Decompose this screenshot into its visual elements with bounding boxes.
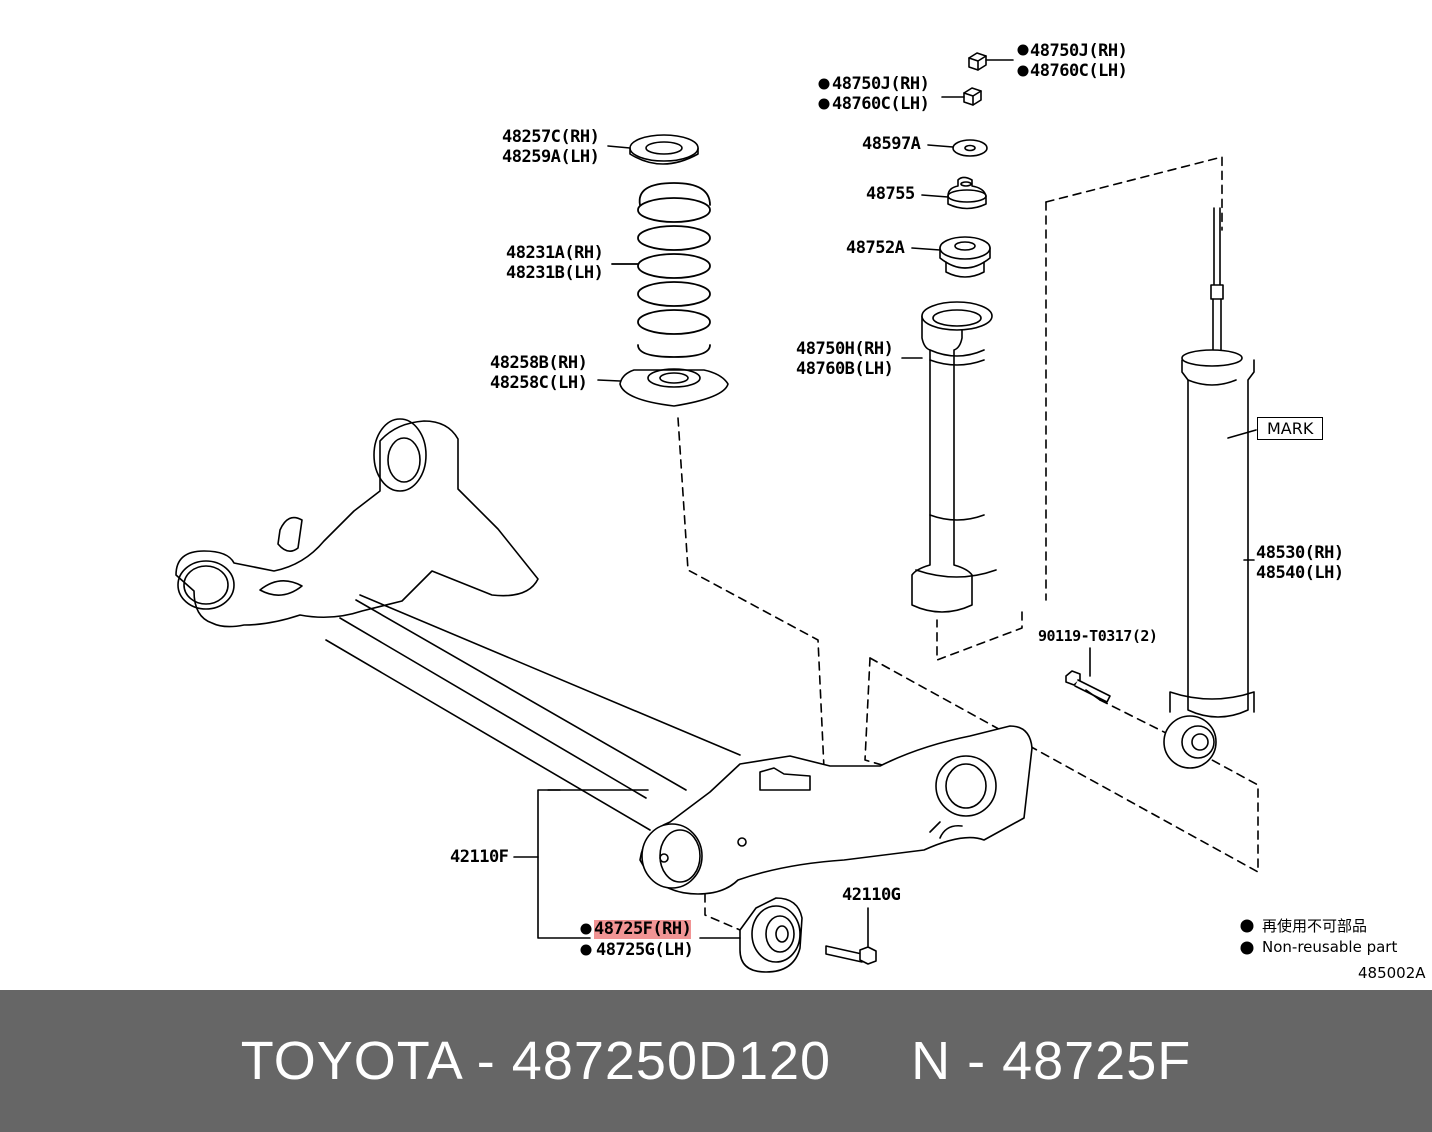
diagram-drawing xyxy=(175,44,1259,973)
label-lower-seat-lh: 48258C(LH) xyxy=(490,373,588,393)
legend-english: Non-reusable part xyxy=(1262,938,1398,956)
label-cushion: 48755 xyxy=(866,184,915,204)
label-bump-insulator: 48752A xyxy=(846,238,905,258)
label-coil-spring-rh: 48231A(RH) xyxy=(506,243,604,263)
bound-stopper-icon xyxy=(901,301,997,613)
second-nut-icon xyxy=(941,87,982,106)
washer-icon xyxy=(927,139,988,157)
footer-part-number-text: TOYOTA - 487250D120 N - 48725F xyxy=(240,1031,1192,1091)
shock-absorber-icon xyxy=(1163,207,1257,769)
part-number-footer: TOYOTA - 487250D120 N - 48725F xyxy=(0,990,1432,1132)
assembly-boundary-lines xyxy=(677,156,1259,931)
label-upper-seat-rh: 48257C(RH) xyxy=(502,127,600,147)
bushing-icon xyxy=(699,897,803,973)
label-axle-bolt: 42110G xyxy=(842,885,901,905)
coil-spring-icon xyxy=(611,182,711,358)
bump-insulator-icon xyxy=(911,236,991,278)
label-bolt: 90119-T0317(2) xyxy=(1038,627,1158,645)
axle-beam-bracket xyxy=(513,789,591,939)
parts-diagram: 48750J(RH) 48760C(LH) 48750J(RH) 48760C(… xyxy=(175,41,1426,982)
upper-seat-icon xyxy=(607,134,699,165)
label-absorber-lh: 48540(LH) xyxy=(1256,563,1344,583)
label-nut-top-lh: 48760C(LH) xyxy=(1030,61,1128,81)
label-nut-top-rh: 48750J(RH) xyxy=(1030,41,1128,61)
absorber-bolt-icon xyxy=(1065,647,1111,703)
axle-bolt-icon xyxy=(825,907,877,965)
label-nut-mid-lh: 48760C(LH) xyxy=(832,94,930,114)
label-lower-seat-rh: 48258B(RH) xyxy=(490,353,588,373)
label-nut-mid-rh: 48750J(RH) xyxy=(832,74,930,94)
label-upper-seat-lh: 48259A(LH) xyxy=(502,147,600,167)
bullet-marks xyxy=(580,44,1254,956)
legend-japanese: 再使用不可部品 xyxy=(1262,917,1368,935)
label-bushing-rh-highlighted[interactable]: 48725F(RH) xyxy=(594,919,692,939)
cushion-icon xyxy=(921,176,987,210)
label-washer: 48597A xyxy=(862,134,921,154)
lower-seat-icon xyxy=(597,368,729,407)
mark-box: MARK xyxy=(1257,417,1324,440)
label-bound-stopper-lh: 48760B(LH) xyxy=(796,359,894,379)
label-coil-spring-lh: 48231B(LH) xyxy=(506,263,604,283)
axle-beam-icon xyxy=(175,418,1033,895)
figure-id: 485002A xyxy=(1358,964,1426,982)
label-axle-beam: 42110F xyxy=(450,847,509,867)
top-nut-icon xyxy=(968,52,1014,71)
label-absorber-rh: 48530(RH) xyxy=(1256,543,1344,563)
label-bushing-lh: 48725G(LH) xyxy=(596,940,694,960)
label-bound-stopper-rh: 48750H(RH) xyxy=(796,339,894,359)
